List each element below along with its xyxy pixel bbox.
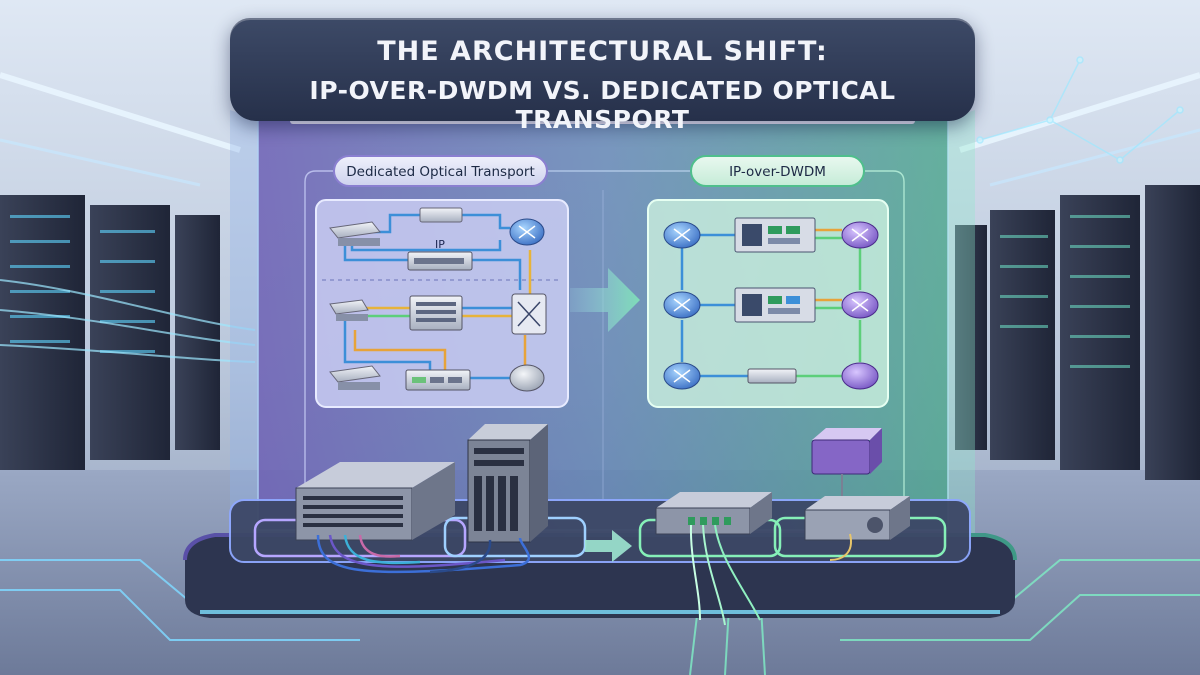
ip-over-dwdm-label: IP-over-DWDM (690, 155, 865, 187)
router-blue-top (663, 221, 701, 249)
pluggable-optics-module (811, 428, 882, 475)
router-with-coherent-optics-hardware (655, 492, 772, 535)
optical-line-terminal (405, 369, 471, 391)
title-line-2: IP-OVER-DWDM VS. DEDICATED OPTICAL TRANS… (309, 76, 896, 134)
optical-chassis-hardware (295, 462, 455, 541)
transition-arrow-icon (570, 268, 640, 332)
router-purple-top (841, 221, 879, 249)
dedicated-optical-diagram: IP (315, 199, 569, 408)
title-banner: THE ARCHITECTURAL SHIFT: IP-OVER-DWDM VS… (230, 18, 975, 134)
router-purple-bottom (841, 362, 879, 390)
right-server-racks (955, 185, 1200, 480)
router-blue-bottom (663, 362, 701, 390)
dedicated-optical-transport-label: Dedicated Optical Transport (333, 155, 548, 187)
transponder-chassis (409, 295, 463, 331)
router-icon (509, 218, 545, 246)
left-fiber-cables (316, 534, 531, 574)
right-fiber-cables (689, 524, 852, 626)
stage-arrow-icon (585, 530, 632, 562)
coherent-optics-card-middle (734, 287, 816, 323)
ip-over-dwdm-diagram (647, 199, 889, 408)
ip-layer-label: IP (435, 238, 445, 251)
left-server-racks (0, 195, 220, 470)
roadm-cross-connect-icon (511, 293, 547, 335)
router-blue-middle (663, 291, 701, 319)
ip-switch-top-center (419, 207, 463, 223)
router-gray-icon (509, 364, 545, 392)
optical-switch-bottom-left (329, 365, 381, 390)
small-switch-bottom (747, 368, 797, 384)
ip-chassis-center (407, 251, 473, 271)
ip-switch-top-left (329, 221, 381, 246)
coherent-optics-card-top (734, 217, 816, 253)
optical-switch-left (329, 299, 369, 321)
title-line-1: THE ARCHITECTURAL SHIFT: (377, 36, 828, 67)
router-rack-chassis (467, 424, 548, 543)
compact-transport-box (804, 496, 910, 541)
router-purple-middle (841, 291, 879, 319)
